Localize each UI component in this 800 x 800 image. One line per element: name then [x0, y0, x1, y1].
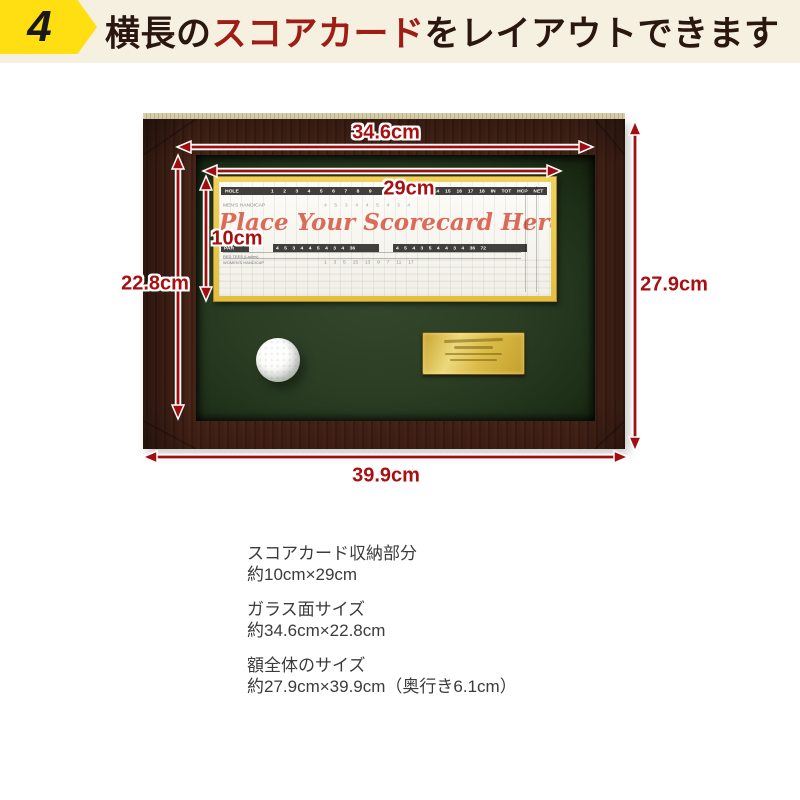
spec-label: ガラス面サイズ — [247, 599, 366, 619]
frame-mitre-joint — [143, 119, 196, 155]
spec-frame-size: 額全体のサイズ 約27.9cm×39.9cm（奥行き6.1cm） — [247, 655, 517, 698]
size-specifications: スコアカード収納部分 約10cm×29cm ガラス面サイズ 約34.6cm×22… — [247, 543, 517, 710]
spec-label: 額全体のサイズ — [247, 655, 366, 675]
spec-glass-size: ガラス面サイズ 約34.6cm×22.8cm — [247, 599, 517, 642]
scorecard-par-row: PAR 4 5 3 4 4 5 4 3 4 36 4 5 4 3 5 4 4 3… — [221, 244, 547, 252]
hole-numbers-back: 12 13 14 15 16 17 18 IN TOT HCP NET — [411, 188, 544, 194]
frame-mitre-joint — [143, 421, 196, 449]
spec-value: 約34.6cm×22.8cm — [247, 621, 386, 641]
title-highlight: スコアカード — [211, 14, 425, 54]
plaque-engraving-line — [444, 337, 503, 344]
frame-mitre-joint — [595, 421, 625, 449]
golf-ball — [256, 338, 300, 382]
spec-value: 約10cm×29cm — [247, 565, 358, 585]
step-number: 4 — [27, 2, 52, 51]
par-front-numbers: 4 5 3 4 4 5 4 3 4 36 — [276, 245, 356, 251]
page-title: 横長のスコアカードをレイアウトできます — [105, 6, 780, 57]
hole-numbers-front: 1 2 3 4 5 6 7 8 9 — [271, 188, 372, 194]
spec-label: スコアカード収納部分 — [247, 544, 417, 563]
scorecard-height-label: 10cm — [211, 227, 263, 250]
plaque-engraving-line — [445, 353, 502, 355]
scorecard-width-label: 29cm — [383, 177, 435, 200]
spec-scorecard-area: スコアカード収納部分 約10cm×29cm — [247, 543, 517, 586]
glass-width-label: 34.6cm — [352, 121, 420, 144]
spec-value: 約27.9cm×39.9cm（奥行き6.1cm） — [247, 677, 517, 697]
title-prefix: 横長の — [105, 14, 212, 54]
glass-height-label: 22.8cm — [121, 272, 189, 295]
par-back-numbers: 4 5 4 3 5 4 4 3 4 36 72 — [396, 245, 487, 251]
frame-height-label: 27.9cm — [640, 273, 708, 296]
plaque-engraving-line — [450, 359, 497, 361]
frame-width-label: 39.9cm — [352, 464, 420, 487]
frame-mitre-joint — [595, 119, 625, 155]
header-banner: 4 横長のスコアカードをレイアウトできます — [0, 0, 800, 63]
scorecard-placeholder-message: Place Your Scorecard Here! — [219, 209, 551, 236]
title-suffix: をレイアウトできます — [424, 14, 780, 54]
hole-label: HOLE — [225, 188, 239, 194]
scorecard-signature-column — [525, 186, 537, 292]
scorecard-hole-row: HOLE 1 2 3 4 5 6 7 8 9 12 13 14 15 16 17… — [221, 187, 547, 195]
plaque-engraving-line — [454, 346, 493, 349]
womens-handicap-row: WOMEN'S HANDICAP — [223, 258, 521, 266]
gold-name-plate — [422, 332, 525, 375]
step-number-badge: 4 — [0, 0, 97, 54]
frame-width-arrow — [141, 449, 630, 465]
par-label: PAR — [224, 245, 235, 251]
red-tees-row: RED TEES (Ladies) — [223, 252, 521, 260]
frame-top-light-edge — [143, 113, 625, 119]
